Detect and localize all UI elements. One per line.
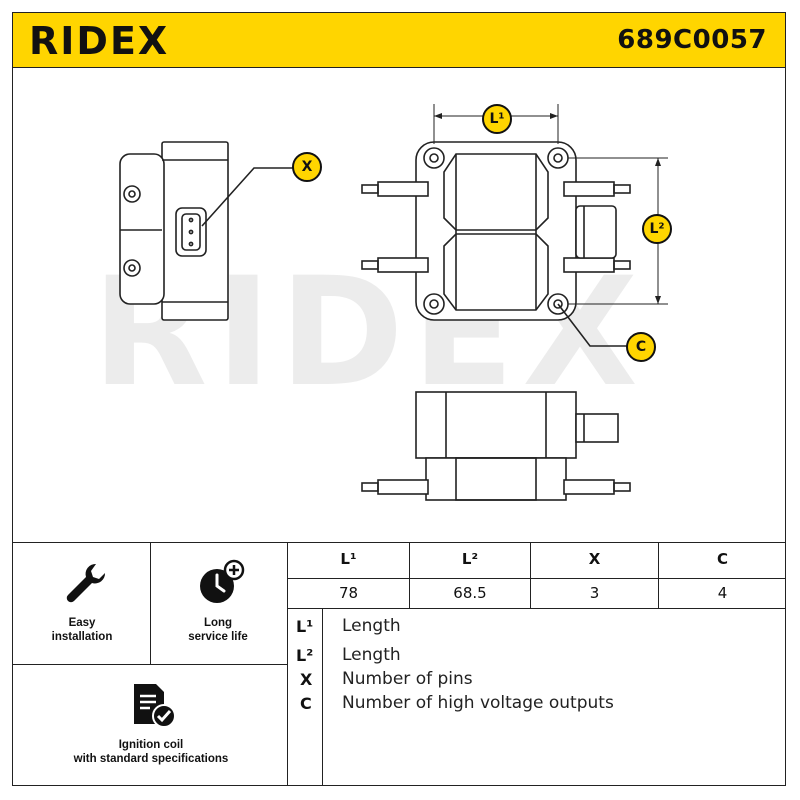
callout-l1: L¹ bbox=[482, 104, 512, 134]
header-bar: RIDEX 689C0057 bbox=[12, 12, 786, 68]
feature-divider bbox=[287, 542, 288, 786]
legend-text: Number of pins bbox=[342, 669, 473, 689]
feature-label: with standard specifications bbox=[73, 753, 229, 765]
legend-text: Length bbox=[342, 645, 401, 665]
table-header-l2: L² bbox=[461, 550, 479, 568]
ridex-logo: RIDEX bbox=[29, 23, 169, 59]
feature-label: Long bbox=[203, 617, 233, 629]
callout-c: C bbox=[626, 332, 656, 362]
feature-long-service-life: Long service life bbox=[155, 616, 281, 644]
side-view bbox=[119, 141, 229, 321]
table-value-x: 3 bbox=[589, 584, 600, 602]
section-divider bbox=[12, 542, 786, 543]
callout-x: X bbox=[292, 152, 322, 182]
feature-label: Ignition coil bbox=[118, 739, 184, 751]
front-view bbox=[361, 391, 631, 501]
wrench-icon bbox=[66, 563, 106, 603]
table-value-c: 4 bbox=[717, 584, 728, 602]
document-check-icon bbox=[134, 684, 176, 728]
table-value-l1: 78 bbox=[338, 584, 359, 602]
technical-drawing: RIDEX bbox=[12, 68, 786, 542]
feature-standard-specifications: Ignition coil with standard specificatio… bbox=[20, 738, 282, 766]
feature-label: Easy bbox=[68, 617, 96, 629]
table-header-l1: L¹ bbox=[340, 550, 357, 568]
legend-key: C bbox=[300, 694, 312, 713]
callout-l2: L² bbox=[642, 214, 672, 244]
feature-divider bbox=[12, 664, 287, 665]
table-rule bbox=[658, 542, 659, 608]
feature-divider bbox=[150, 542, 151, 664]
part-number: 689C0057 bbox=[617, 25, 767, 55]
top-view bbox=[361, 141, 631, 321]
table-header-c: C bbox=[716, 550, 728, 568]
svg-text:RIDEX: RIDEX bbox=[29, 23, 169, 59]
legend-divider bbox=[322, 608, 323, 786]
feature-label: installation bbox=[51, 631, 113, 643]
legend-key: X bbox=[300, 670, 313, 689]
table-rule bbox=[287, 608, 786, 609]
legend-text: Length bbox=[342, 616, 401, 636]
legend-key: L² bbox=[296, 646, 314, 665]
clock-plus-icon bbox=[200, 559, 245, 603]
table-rule bbox=[530, 542, 531, 608]
legend-text: Number of high voltage outputs bbox=[342, 693, 614, 713]
table-rule bbox=[287, 578, 786, 579]
feature-label: service life bbox=[188, 631, 248, 643]
table-rule bbox=[409, 542, 410, 608]
feature-easy-installation: Easy installation bbox=[20, 616, 144, 644]
coil-drawing bbox=[119, 104, 668, 501]
legend-key: L¹ bbox=[296, 617, 314, 636]
table-value-l2: 68.5 bbox=[453, 584, 487, 602]
table-header-x: X bbox=[588, 550, 601, 568]
